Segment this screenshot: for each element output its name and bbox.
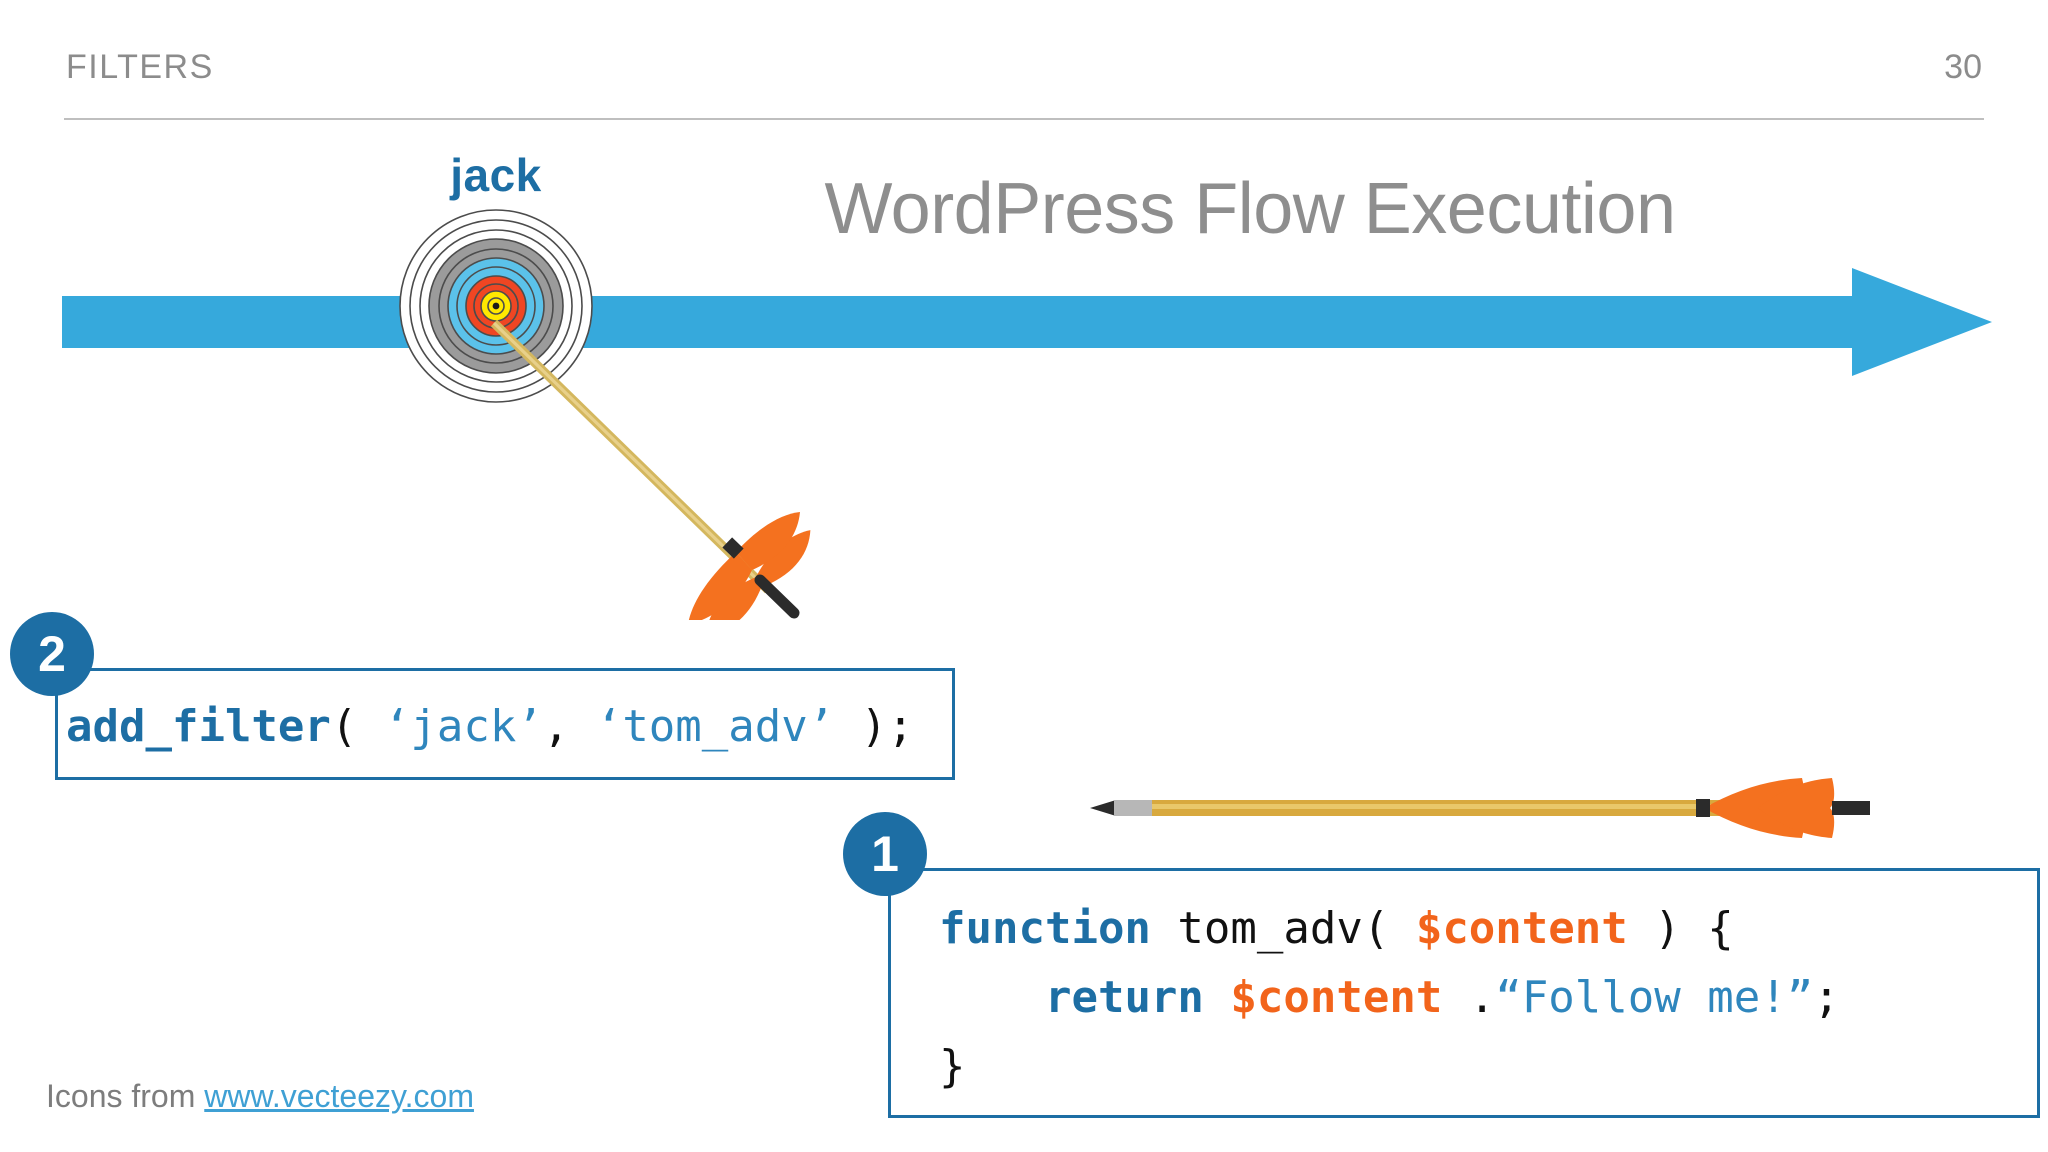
code-line: } <box>939 1045 966 1089</box>
code-line: function tom_adv( $content ) { <box>939 907 1734 951</box>
code-block-tom-adv-function: function tom_adv( $content ) { return $c… <box>888 868 2040 1118</box>
archery-arrow-horizontal-icon <box>1090 778 1870 838</box>
archery-arrow-diagonal-icon <box>490 319 811 620</box>
code-token-plain: } <box>939 1041 966 1092</box>
header-eyebrow-label: FILTERS <box>66 48 214 86</box>
code-token-string: “Follow me!” <box>1495 972 1814 1023</box>
code-token-plain: ) { <box>1627 903 1734 954</box>
code-token-variable: $content <box>1415 903 1628 954</box>
bullseye-target-icon <box>399 209 593 403</box>
code-token-plain: . <box>1442 972 1496 1023</box>
footer-credit-prefix: Icons from <box>46 1078 205 1114</box>
code-line: add_filter( ‘jack’, ‘tom_adv’ ); <box>66 705 914 749</box>
header-divider-rule <box>64 118 1984 120</box>
code-token-plain: ); <box>834 701 914 752</box>
target-group: jack <box>378 148 614 404</box>
code-token-function: add_filter <box>66 701 331 752</box>
slide-header: FILTERS 30 <box>0 0 2048 120</box>
vecteezy-link[interactable]: www.vecteezy.com <box>204 1078 474 1114</box>
code-token-keyword: return <box>1044 972 1204 1023</box>
step-badge-2: 2 <box>10 612 94 696</box>
code-token-string: ‘tom_adv’ <box>595 701 835 752</box>
code-token-plain: ; <box>1813 972 1840 1023</box>
code-token-plain: tom_adv( <box>1150 903 1416 954</box>
code-line: return $content .“Follow me!”; <box>939 976 1840 1020</box>
code-token-variable: $content <box>1230 972 1443 1023</box>
code-token-plain <box>1204 972 1231 1023</box>
code-token-plain: ( <box>330 701 384 752</box>
code-block-add-filter: add_filter( ‘jack’, ‘tom_adv’ ); <box>55 668 955 780</box>
page-number: 30 <box>1944 48 1982 86</box>
code-token-plain: , <box>542 701 596 752</box>
code-token-plain <box>939 972 1045 1023</box>
footer-credit: Icons from www.vecteezy.com <box>46 1078 474 1115</box>
code-token-keyword: function <box>939 903 1151 954</box>
flow-execution-arrow <box>62 268 1992 376</box>
page-title: WordPress Flow Execution <box>824 169 1676 249</box>
code-token-string: ‘jack’ <box>383 701 543 752</box>
target-label: jack <box>450 149 542 201</box>
step-badge-1: 1 <box>843 812 927 896</box>
